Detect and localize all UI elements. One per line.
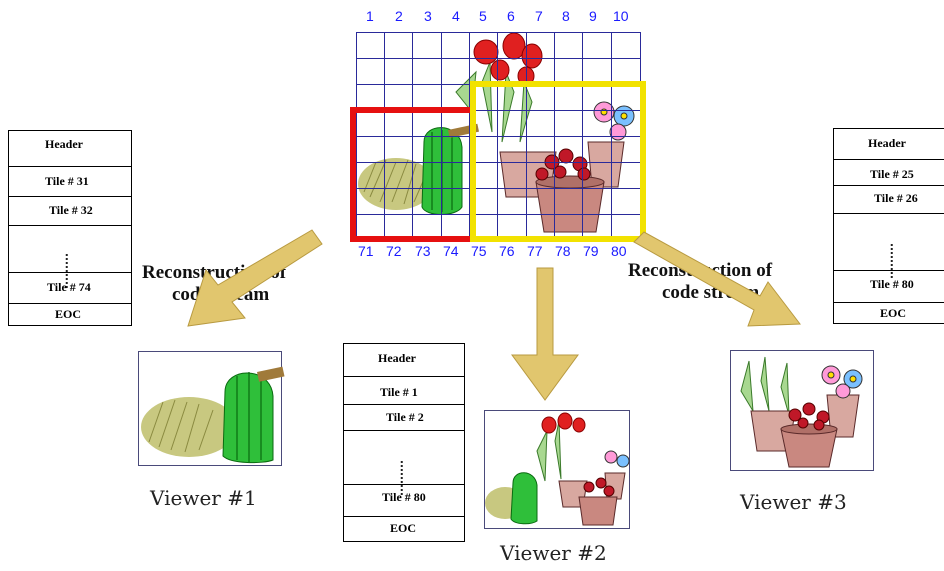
tile-number: 73: [415, 243, 431, 259]
viewer-2-frame: [484, 410, 630, 529]
scene-illustration: [358, 32, 635, 233]
viewer-1-image: [141, 366, 285, 464]
tile-number: 76: [499, 243, 515, 259]
tile-number: 80: [611, 243, 627, 259]
viewer-3-frame: [730, 350, 874, 471]
column-number: 10: [613, 8, 629, 24]
column-number: 1: [366, 8, 374, 24]
viewer-3-label: Viewer #3: [740, 490, 847, 514]
column-number: 2: [395, 8, 403, 24]
viewer-2-label: Viewer #2: [500, 541, 607, 565]
stack-tile: Tile # 2: [386, 410, 424, 424]
tile-number: 79: [583, 243, 599, 259]
stack-header: Header: [868, 136, 906, 150]
column-number: 8: [562, 8, 570, 24]
yellow-region-box: [470, 81, 646, 242]
viewer-3-image: [740, 356, 863, 468]
tile-number: 78: [555, 243, 571, 259]
stack-tile: Tile # 80: [870, 277, 914, 291]
column-number: 7: [535, 8, 543, 24]
column-number: 3: [424, 8, 432, 24]
stack-tile: Tile # 31: [45, 174, 89, 188]
stack-eoc: EOC: [55, 307, 82, 321]
stack-header: Header: [45, 137, 83, 151]
tile-number: 72: [386, 243, 402, 259]
viewer-1-label: Viewer #1: [150, 486, 257, 510]
code-stream-left: Header Tile # 31 Tile # 32 ⋯⋯⋯ Tile # 74…: [8, 130, 132, 326]
code-stream-right: Header Tile # 25 Tile # 26 ⋯⋯⋯ Tile # 80…: [833, 128, 944, 324]
ellipsis-marker: ⋯⋯⋯: [60, 253, 74, 289]
stack-tile: Tile # 26: [874, 191, 918, 205]
viewer-2-image: [485, 412, 630, 526]
stack-header: Header: [378, 351, 416, 365]
code-stream-middle: Header Tile # 1 Tile # 2 ⋯⋯⋯ Tile # 80 E…: [343, 343, 465, 542]
tile-number: 71: [358, 243, 374, 259]
ellipsis-marker: ⋯⋯⋯: [395, 460, 409, 496]
viewer-1-frame: [138, 351, 285, 466]
column-number: 9: [589, 8, 597, 24]
stack-eoc: EOC: [390, 521, 417, 535]
stack-tile: Tile # 80: [382, 490, 426, 504]
column-number: 6: [507, 8, 515, 24]
tile-number: 75: [471, 243, 487, 259]
stack-tile: Tile # 74: [47, 280, 91, 294]
stack-tile: Tile # 1: [380, 385, 418, 399]
stack-tile: Tile # 25: [870, 167, 914, 181]
stack-tile: Tile # 32: [49, 203, 93, 217]
column-number: 5: [479, 8, 487, 24]
tiled-image: [350, 32, 646, 242]
column-number: 4: [452, 8, 460, 24]
stack-eoc: EOC: [880, 306, 907, 320]
tile-number: 74: [443, 243, 459, 259]
tile-number: 77: [527, 243, 543, 259]
